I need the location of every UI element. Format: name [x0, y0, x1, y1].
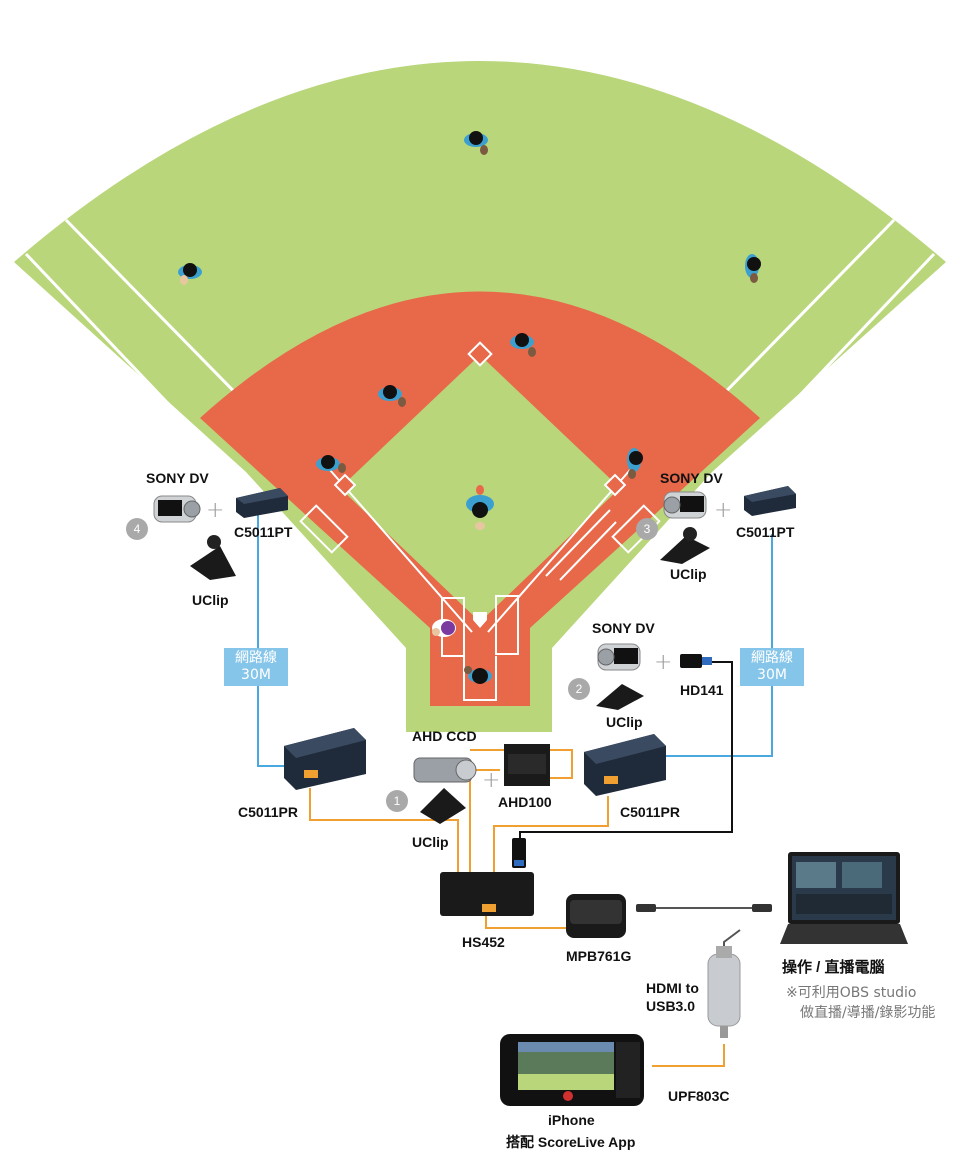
- label-c5011pt-right: C5011PT: [736, 524, 795, 540]
- first-base-running-lane: [545, 509, 617, 581]
- player-first-baseman: [627, 448, 643, 479]
- label-hd141: HD141: [680, 682, 724, 698]
- left-baseline: [329, 469, 473, 633]
- right-baseline: [487, 469, 631, 633]
- plus-sign-left: +: [206, 498, 225, 523]
- home-plate: [473, 612, 487, 628]
- uclip-clamp-left: [190, 535, 236, 580]
- label-uclip-bottom: UClip: [412, 834, 449, 850]
- hs452-switcher: [440, 872, 534, 916]
- computer-title: 操作 / 直播電腦: [782, 959, 885, 976]
- uclip-clamp-bottom: [420, 788, 466, 824]
- first-base: [603, 473, 627, 497]
- network-cable-text-right: 網路線: [751, 650, 793, 666]
- label-sony-dv-right: SONY DV: [660, 470, 723, 486]
- network-cable-length-right: 30M: [757, 667, 787, 683]
- label-uclip-mid: UClip: [606, 714, 643, 730]
- iphone-device: [500, 1034, 644, 1106]
- second-base: [467, 341, 493, 367]
- player-third-baseman: [316, 455, 346, 473]
- left-foul-line: [24, 252, 406, 654]
- ahd100-converter: [504, 744, 550, 786]
- camera-badge-3: 3: [636, 518, 658, 540]
- label-hs452: HS452: [462, 934, 505, 950]
- right-foul-line: [554, 252, 936, 654]
- label-upf803c: UPF803C: [668, 1088, 730, 1104]
- hdmi-to-usb-dongle: [707, 946, 741, 1038]
- c5011pt-transmitter-left: [236, 488, 288, 518]
- label-c5011pr-left: C5011PR: [238, 804, 298, 820]
- label-usb30: USB3.0: [646, 998, 696, 1014]
- label-ahd-ccd: AHD CCD: [412, 728, 477, 744]
- camera-badge-2: 2: [568, 678, 590, 700]
- c5011pr-receiver-right: [584, 734, 666, 796]
- hdmi-cable-hd141: [519, 661, 733, 846]
- label-sony-dv-left: SONY DV: [146, 470, 209, 486]
- right-warning-line: [696, 218, 896, 422]
- right-batter-box: [495, 595, 519, 655]
- third-base: [333, 473, 357, 497]
- right-network-cable: [650, 534, 773, 757]
- network-cable-tag-right: 網路線 30M: [740, 648, 804, 686]
- label-c5011pr-right: C5011PR: [620, 804, 680, 820]
- label-scorelive-app: 搭配 ScoreLive App: [506, 1134, 636, 1150]
- computer-note-line2: 做直播/導播/錄影功能: [800, 1005, 936, 1021]
- label-uclip-right: UClip: [670, 566, 707, 582]
- player-shortstop: [378, 385, 406, 407]
- network-cable-tag-left: 網路線 30M: [224, 648, 288, 686]
- ahd-ccd-camera: [413, 757, 477, 783]
- plus-sign-mid: +: [654, 650, 673, 675]
- label-iphone: iPhone: [548, 1112, 595, 1128]
- player-right-fielder: [745, 254, 761, 283]
- third-base-coach-box: [299, 504, 349, 554]
- label-sony-dv-mid: SONY DV: [592, 620, 655, 636]
- cable-c5011pr-right-to-hs452: [493, 796, 609, 872]
- sony-dv-camera-right: [663, 491, 707, 519]
- player-batter: [432, 619, 456, 637]
- usb-plug-a: [636, 904, 656, 912]
- uclip-clamp-right: [660, 527, 710, 564]
- plus-sign-ahd: +: [482, 768, 501, 793]
- network-cable-text-left: 網路線: [235, 650, 277, 666]
- catcher-box: [463, 656, 497, 701]
- player-second-baseman: [510, 333, 536, 357]
- player-catcher: [464, 666, 492, 684]
- hdmi-plug: [512, 838, 526, 868]
- laptop-computer: [780, 852, 908, 944]
- computer-note-line1: ※可利用OBS studio: [786, 985, 917, 1001]
- label-mpb761g: MPB761G: [566, 948, 632, 964]
- sony-dv-camera-left: [153, 495, 201, 523]
- usb-plug-b: [752, 904, 772, 912]
- label-uclip-left: UClip: [192, 592, 229, 608]
- player-left-fielder: [178, 263, 202, 285]
- plus-sign-right: +: [714, 498, 733, 523]
- left-warning-line: [64, 218, 264, 422]
- left-network-cable: [257, 512, 300, 767]
- network-cable-length-left: 30M: [241, 667, 271, 683]
- camera-badge-4: 4: [126, 518, 148, 540]
- label-hdmi-to: HDMI to: [646, 980, 699, 996]
- sony-dv-camera-mid: [597, 643, 641, 671]
- player-center-fielder: [464, 131, 488, 155]
- cable-c5011pr-left-to-hs452: [309, 788, 459, 872]
- c5011pr-receiver-left: [284, 728, 366, 790]
- uclip-clamp-mid: [596, 684, 644, 710]
- label-c5011pt-left: C5011PT: [234, 524, 293, 540]
- c5011pt-transmitter-right: [744, 486, 796, 516]
- hd141-connector: [680, 654, 712, 668]
- player-pitcher: [466, 485, 494, 530]
- label-ahd100: AHD100: [498, 794, 552, 810]
- cable-hs452-to-mpb761g: [485, 912, 566, 929]
- mpb761g-capture-box: [566, 894, 626, 938]
- camera-badge-1: 1: [386, 790, 408, 812]
- cable-upf803c-to-iphone: [652, 1044, 725, 1067]
